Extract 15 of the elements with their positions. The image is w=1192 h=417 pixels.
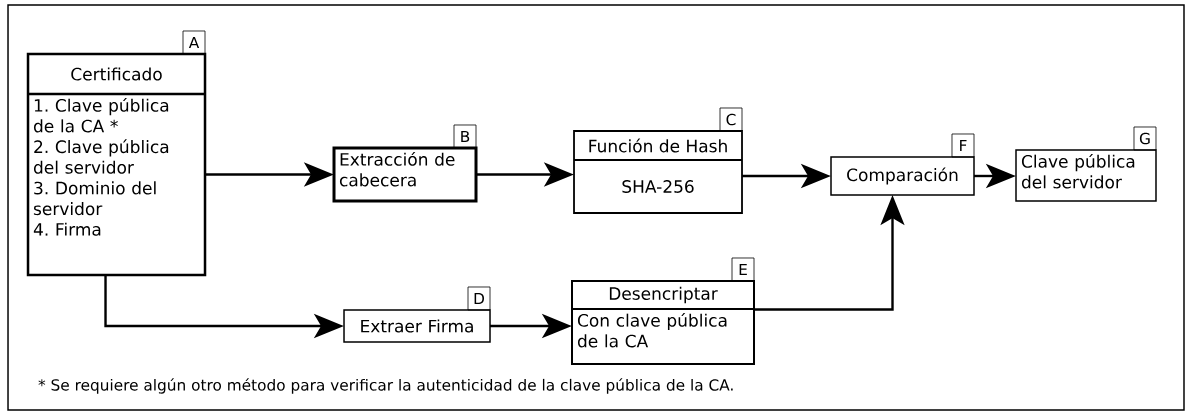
- corner-tag: A: [182, 30, 206, 55]
- corner-tag: E: [731, 257, 755, 282]
- process-box: Extraer Firma: [343, 309, 491, 343]
- process-box: Extracción de cabecera: [332, 146, 478, 203]
- process-box: Certificado 1. Clave pública de la CA * 2. Clave pública del servidor 3. Dominio del servidor 4. Firma: [26, 52, 207, 277]
- process-box: Comparación: [830, 156, 975, 196]
- footnote: * Se requiere algún otro método para verificar la autenticidad de la clave pública de la CA.: [38, 378, 733, 394]
- process-box: Función de Hash SHA-256: [573, 130, 743, 214]
- process-box: Clave pública del servidor: [1015, 149, 1157, 202]
- corner-tag: B: [453, 124, 477, 149]
- corner-tag: D: [467, 286, 491, 311]
- corner-tag: G: [1133, 126, 1157, 151]
- process-box: Desencriptar Con clave pública de la CA: [571, 280, 755, 365]
- corner-tag: F: [951, 133, 975, 158]
- corner-tag: C: [719, 107, 743, 132]
